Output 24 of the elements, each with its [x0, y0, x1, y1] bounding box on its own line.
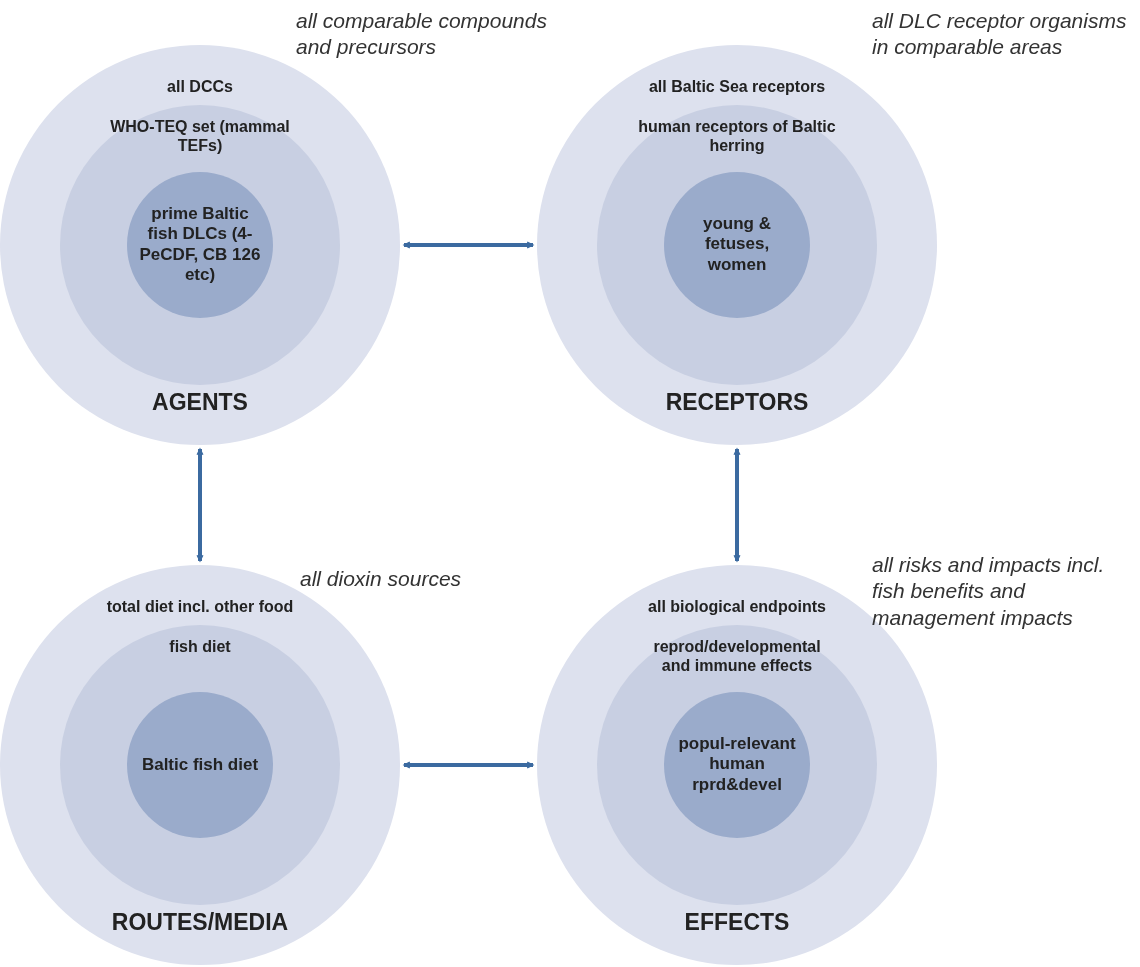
ring-label: all DCCs — [166, 77, 234, 97]
annotation-text: all risks and impacts incl. fish benefits and management impacts — [872, 552, 1106, 631]
double-arrow — [403, 761, 534, 769]
circle-heading: ROUTES/MEDIA — [110, 909, 290, 937]
annotation-text: all DLC receptor organisms in comparable areas — [872, 8, 1128, 61]
double-arrow — [403, 241, 534, 249]
circle-label: popul-relevant human rprd&devel — [677, 734, 797, 796]
circle-heading: RECEPTORS — [664, 389, 810, 417]
ring-label: fish diet — [168, 637, 232, 657]
annotation-text: all comparable compounds and precursors — [296, 8, 548, 61]
ring-label: WHO-TEQ set (mammal TEFs) — [109, 117, 291, 156]
circle-heading: AGENTS — [151, 389, 249, 417]
ring-label: all biological endpoints — [647, 597, 827, 617]
ring-label: reprod/developmental and immune effects — [652, 637, 822, 676]
ring-label: human receptors of Baltic herring — [637, 117, 837, 156]
double-arrow — [733, 448, 741, 562]
ring-label: all Baltic Sea receptors — [647, 77, 827, 97]
circle-label: young & fetuses, women — [702, 214, 772, 276]
circle-label: Baltic fish diet — [140, 754, 260, 776]
double-arrow — [196, 448, 204, 562]
ring-label: total diet incl. other food — [105, 597, 295, 617]
circle-heading: EFFECTS — [683, 909, 791, 937]
circle-label: prime Baltic fish DLCs (4-PeCDF, CB 126 etc) — [139, 204, 261, 286]
annotation-text: all dioxin sources — [300, 566, 463, 592]
